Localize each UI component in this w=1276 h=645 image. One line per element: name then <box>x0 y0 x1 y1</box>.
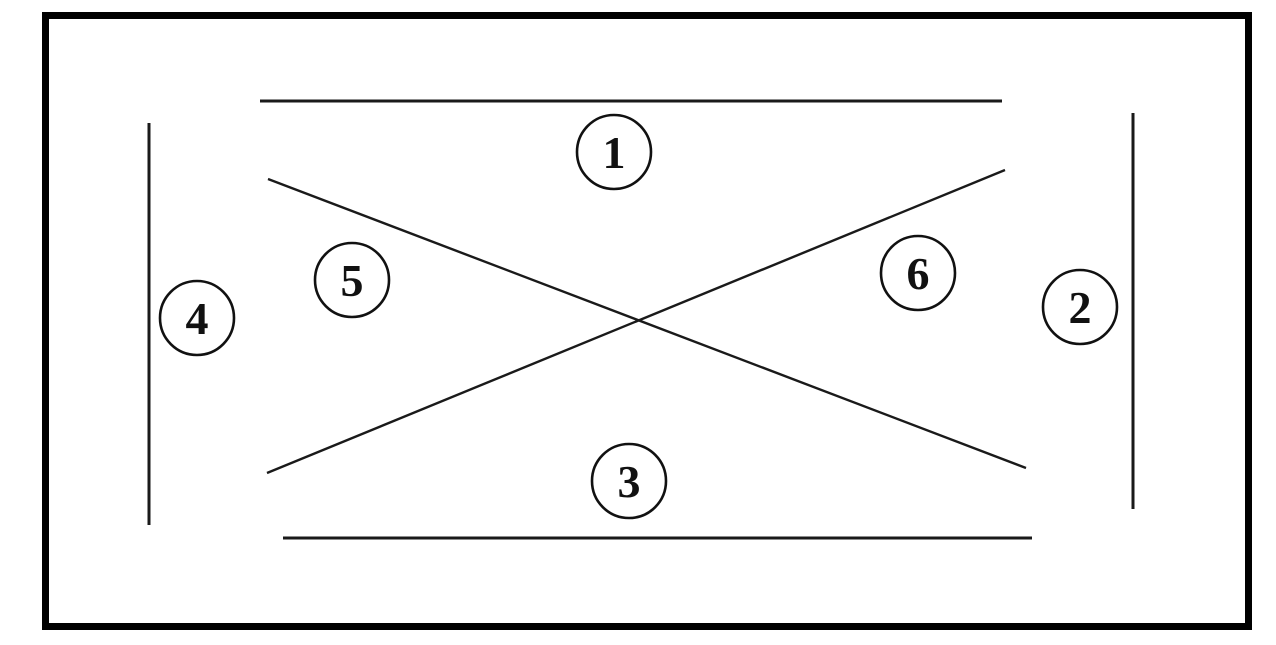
circle-2-outline <box>1041 268 1119 346</box>
circle-3-outline <box>590 442 668 520</box>
circle-3-number: 3 <box>618 456 641 507</box>
circle-2-number: 2 <box>1069 282 1092 333</box>
outer-rectangle <box>42 12 1252 630</box>
circle-5-outline <box>313 241 391 319</box>
circle-5-number: 5 <box>341 255 364 306</box>
label-circle-5: 5 <box>313 241 391 319</box>
label-circle-1: 1 <box>575 113 653 191</box>
label-circle-6: 6 <box>879 234 957 312</box>
label-circle-4: 4 <box>158 279 236 357</box>
circle-4-number: 4 <box>186 293 209 344</box>
diagonal-line-up-right <box>266 168 1006 475</box>
circle-4-outline <box>158 279 236 357</box>
label-circle-3: 3 <box>590 442 668 520</box>
circle-6-outline <box>879 234 957 312</box>
circle-6-number: 6 <box>907 248 930 299</box>
circle-1-number: 1 <box>603 127 626 178</box>
diagonal-line-down-right <box>267 177 1027 470</box>
label-circle-2: 2 <box>1041 268 1119 346</box>
circle-1-outline <box>575 113 653 191</box>
